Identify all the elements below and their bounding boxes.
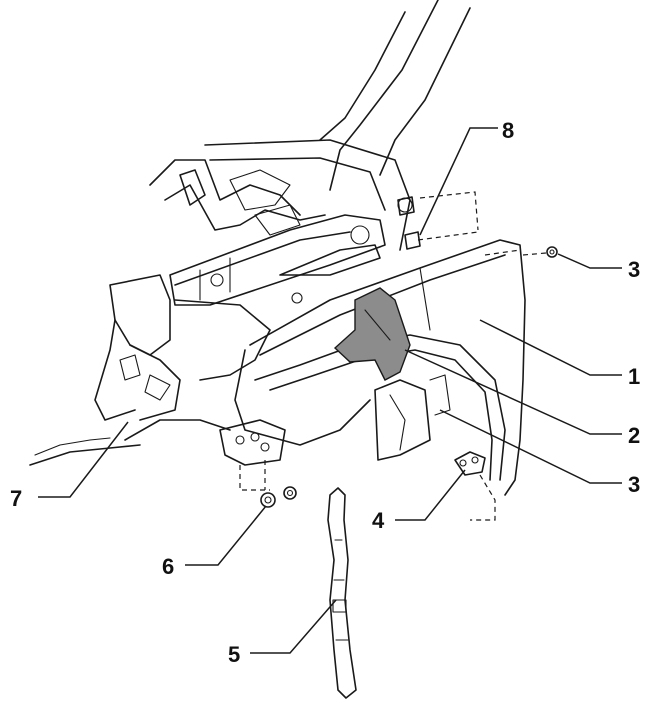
callout-3-upper: 3: [628, 257, 640, 282]
cable-part-7: [29, 437, 141, 466]
side-member: [169, 214, 386, 306]
callout-3-lower: 3: [628, 472, 640, 497]
clip-part-3-upper: [522, 246, 558, 258]
nuts-part-6: [260, 486, 297, 508]
reinforcement-plate: [333, 287, 411, 381]
lower-mount-bracket: [219, 419, 286, 491]
seal-strip-part-5: [327, 487, 357, 699]
inner-bracket: [374, 374, 451, 461]
callout-1: 1: [628, 364, 640, 389]
callout-5: 5: [228, 642, 240, 667]
callout-2: 2: [628, 423, 640, 448]
callout-7: 7: [10, 486, 22, 511]
callout-8: 8: [502, 118, 514, 143]
cowl-structure: [149, 139, 413, 251]
front-apron: [94, 274, 271, 441]
callout-4: 4: [372, 508, 385, 533]
callout-6: 6: [162, 554, 174, 579]
leader-lines: [38, 127, 622, 654]
clip-part-4: [454, 451, 496, 521]
callout-labels: 8 3 1 2 3 4 6 5 7: [10, 118, 640, 667]
